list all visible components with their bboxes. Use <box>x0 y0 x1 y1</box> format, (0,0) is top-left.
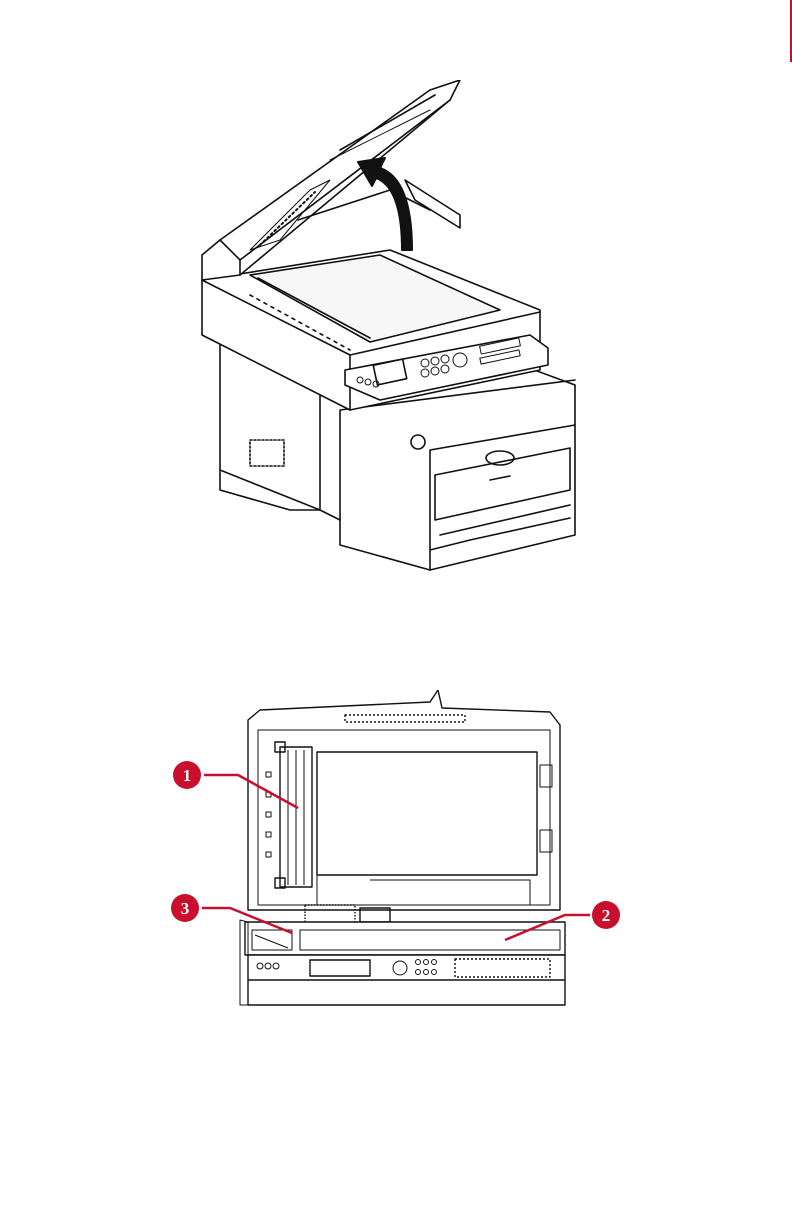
mfp-lid-open-illustration <box>180 80 600 580</box>
callout-badge-2: 2 <box>592 901 620 929</box>
callout-badge-3: 3 <box>171 894 199 922</box>
lift-arrow-icon <box>358 158 412 250</box>
callout-badge-1: 1 <box>173 761 201 789</box>
svg-text:2: 2 <box>602 906 611 925</box>
mfp-front-view-illustration: 1 3 2 <box>160 690 650 1010</box>
svg-text:1: 1 <box>183 766 192 785</box>
svg-text:3: 3 <box>181 899 190 918</box>
